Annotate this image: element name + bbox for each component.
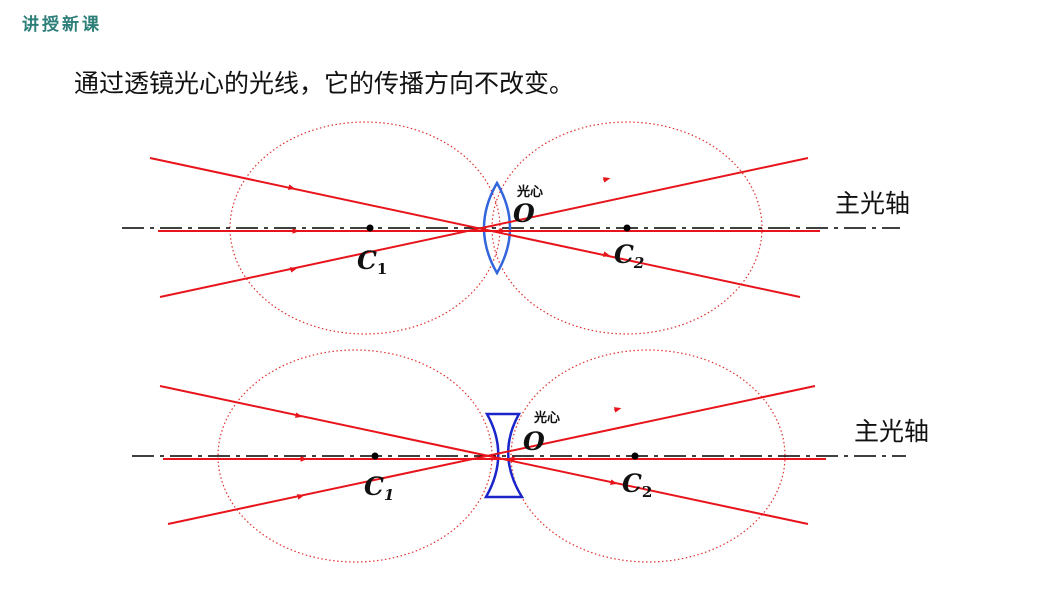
focal-point-c1 — [366, 224, 374, 232]
focus-right-label: C2 — [622, 469, 652, 501]
optical-center-label: 光心 — [516, 184, 543, 200]
focus-left-label: C1 — [357, 246, 387, 278]
ray-arrow — [294, 412, 303, 418]
optical-center-label: 光心 — [533, 410, 560, 426]
ray-arrow — [287, 184, 296, 190]
focal-point-c2 — [631, 452, 639, 460]
axis-label: 主光轴 — [854, 417, 929, 446]
axis-label: 主光轴 — [835, 189, 910, 218]
focal-point-c1 — [371, 452, 379, 460]
ray-arrow — [296, 494, 305, 500]
concave-lens-diagram: 光心 O 主光轴 C1 C2 — [132, 349, 929, 563]
center-letter: O — [523, 427, 545, 456]
ray-arrow — [602, 251, 611, 257]
focal-point-c2 — [623, 224, 631, 232]
ray-down — [159, 385, 809, 525]
left-focal-circle — [229, 121, 501, 335]
ray-arrow — [609, 479, 618, 485]
center-letter: O — [513, 199, 535, 228]
convex-lens-diagram: 光心 O 主光轴 C1 C2 — [122, 121, 910, 335]
ray-up — [159, 157, 809, 298]
ray-down — [149, 157, 801, 298]
convex-lens — [482, 180, 512, 276]
ray-up — [167, 385, 816, 525]
focus-left-label: C1 — [364, 472, 394, 504]
ray-arrow — [289, 267, 298, 273]
focus-right-label: C2 — [614, 240, 644, 272]
slide-statement: 通过透镜光心的光线，它的传播方向不改变。 — [74, 69, 575, 98]
ray-arrow — [602, 177, 611, 183]
concave-lens — [483, 412, 525, 499]
section-tag: 讲授新课 — [22, 15, 102, 35]
ray-arrow — [613, 407, 622, 413]
